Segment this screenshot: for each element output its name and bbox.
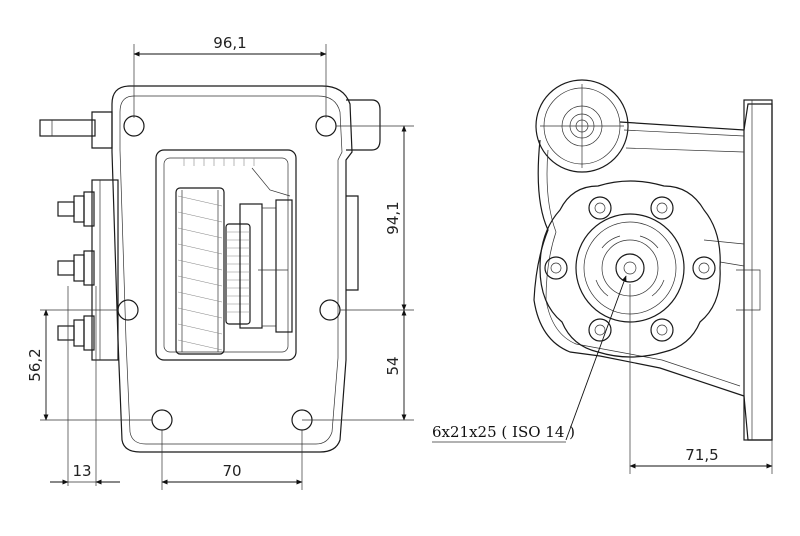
bolt-middle (57, 250, 95, 286)
dim-right-lower: 54 (384, 356, 402, 375)
side-dimensions: 71,5 6x21x25 ( ISO 14 ) (432, 275, 773, 474)
dim-bottom-width: 70 (222, 462, 241, 480)
spline-label: 6x21x25 ( ISO 14 ) (432, 423, 575, 441)
bolt-top (57, 191, 95, 227)
bolt-bottom (57, 315, 95, 351)
dim-left-height: 56,2 (26, 348, 44, 381)
front-dimensions: 96,1 94,1 54 56,2 13 70 (26, 34, 414, 490)
dim-side-width: 71,5 (685, 446, 718, 464)
side-view (533, 79, 773, 441)
dim-bottom-small: 13 (72, 462, 91, 480)
dim-top-width: 96,1 (213, 34, 246, 52)
front-view (39, 85, 381, 453)
dim-right-upper: 94,1 (384, 201, 402, 234)
